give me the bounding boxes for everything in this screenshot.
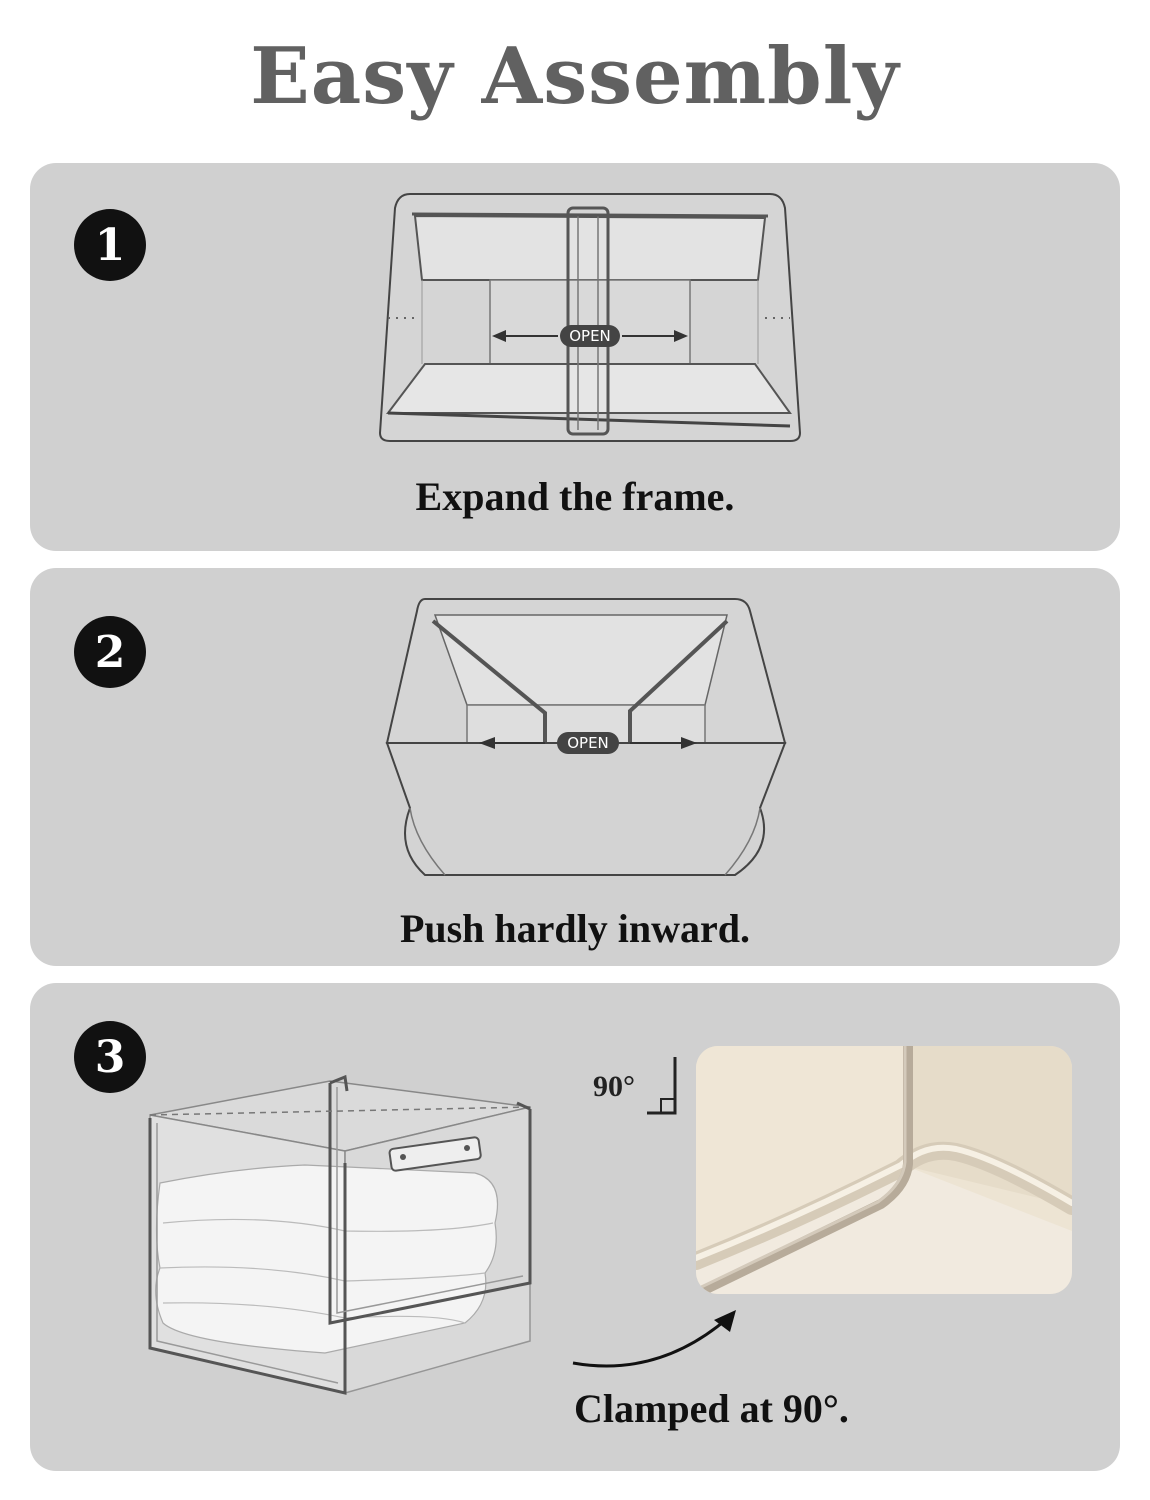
wire-frame-illustration: [148, 1074, 532, 1395]
step-1-caption: Expand the frame.: [415, 474, 735, 519]
svg-text:OPEN: OPEN: [567, 734, 609, 752]
step-2-illustration: OPEN: [385, 598, 787, 876]
step-2-card: 2 OPEN Push hardly inward.: [30, 568, 1120, 966]
angle-label: 90°: [593, 1070, 635, 1103]
step-1-badge: 1: [74, 209, 146, 281]
step-1-illustration: OPEN: [378, 193, 802, 442]
right-angle-icon: [647, 1057, 677, 1115]
corner-closeup-photo: [696, 1046, 1072, 1294]
step-3-card: 3 90°: [30, 983, 1120, 1471]
open-label-2: [557, 732, 619, 754]
svg-text:OPEN: OPEN: [569, 327, 611, 345]
step-1-card: 1 OPEN Expand the frame.: [30, 163, 1120, 551]
step-3-caption: Clamped at 90°.: [574, 1386, 849, 1431]
page-title: Easy Assembly: [250, 31, 900, 122]
step-2-caption: Push hardly inward.: [399, 906, 751, 951]
step-2-badge: 2: [74, 616, 146, 688]
step-3-badge: 3: [74, 1021, 146, 1093]
curved-arrow-icon: [572, 1310, 736, 1368]
open-label-1: [560, 325, 620, 347]
